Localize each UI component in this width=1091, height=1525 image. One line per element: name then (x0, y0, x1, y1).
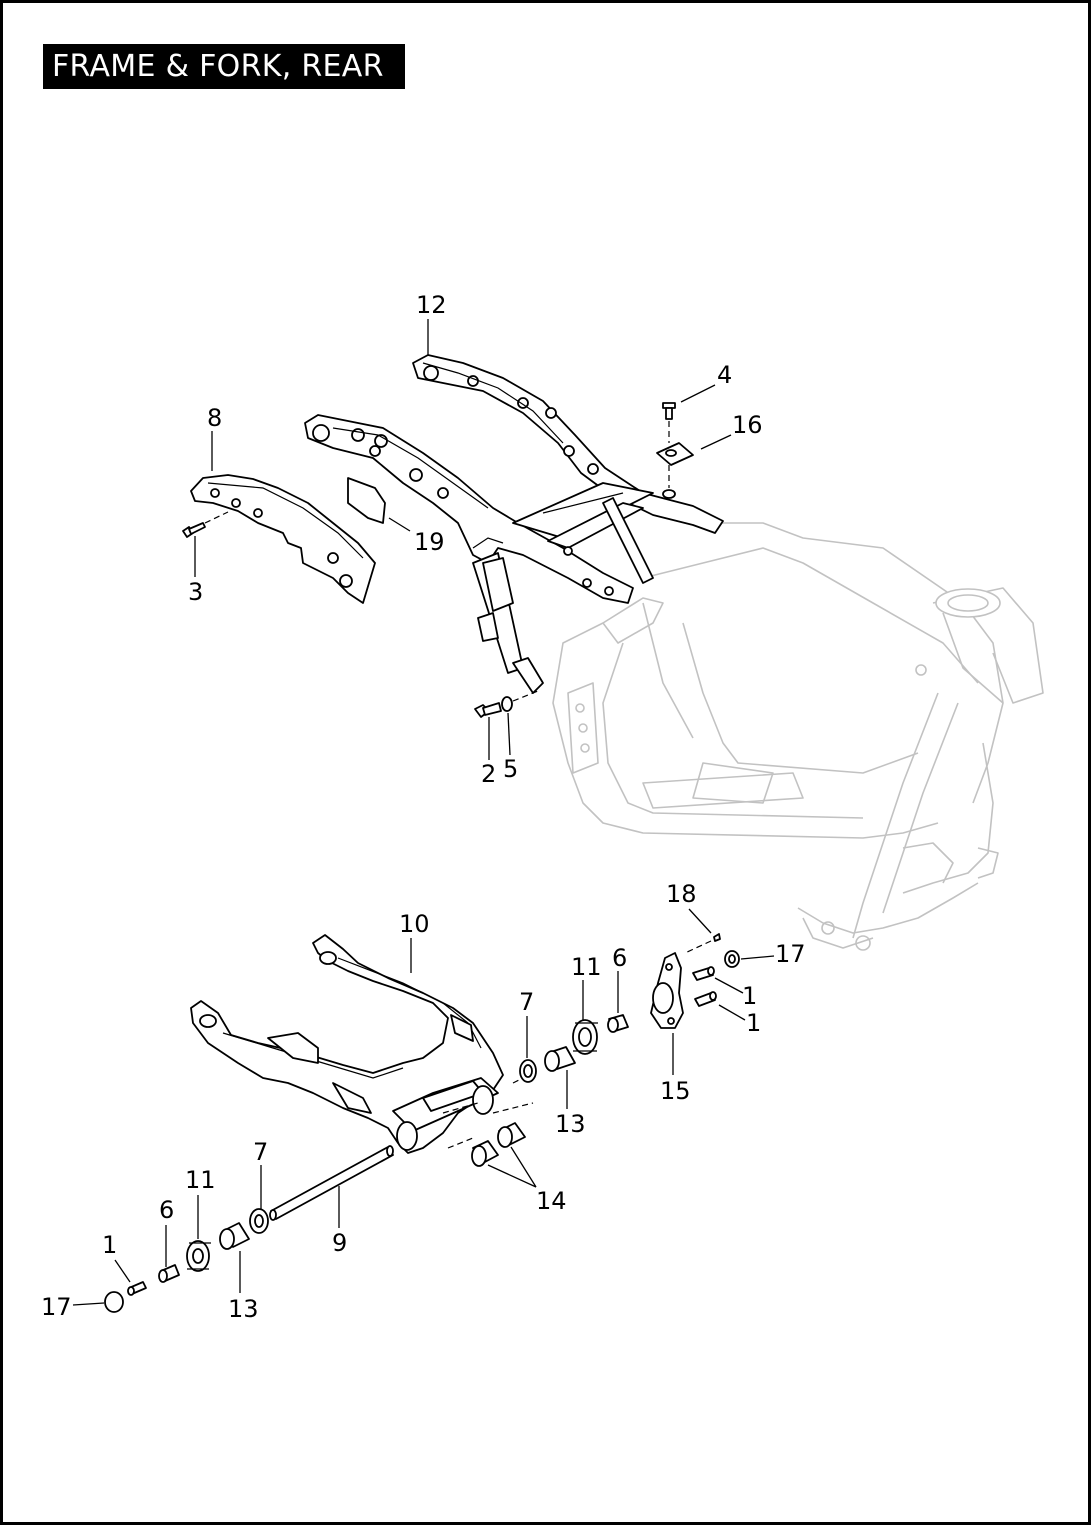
callout-17-right: 17 (775, 940, 806, 968)
bracket-15 (650, 952, 684, 1029)
callout-1-upper: 1 (742, 982, 757, 1010)
callout-18: 18 (666, 880, 697, 908)
callout-9: 9 (332, 1229, 347, 1257)
screw-1-lower (694, 991, 717, 1007)
spacer-13-left (219, 1222, 250, 1250)
bearing-7-right (519, 1059, 537, 1083)
bushings-14 (471, 1122, 526, 1167)
main-frame-ghost (552, 522, 1044, 951)
cap-17-left (104, 1291, 124, 1313)
callout-17-left: 17 (41, 1293, 72, 1321)
cap-nut-6-left (158, 1264, 180, 1283)
cap-nut-6-right (607, 1014, 629, 1033)
pivot-adjuster-11-right (572, 1019, 598, 1055)
callout-11-left: 11 (185, 1166, 216, 1194)
pin-18 (713, 933, 721, 942)
swingarm-10 (190, 934, 504, 1154)
pivot-shaft-9 (269, 1145, 394, 1221)
callout-12: 12 (416, 291, 447, 319)
bolt-2 (474, 702, 502, 718)
callout-labels: 12 4 16 8 19 3 2 5 18 17 1 1 15 10 11 6 … (41, 291, 806, 1323)
callout-6-left: 6 (159, 1196, 174, 1224)
leader-lines (72, 319, 775, 1306)
callout-13-right: 13 (555, 1110, 586, 1138)
callout-15: 15 (660, 1077, 691, 1105)
callout-10: 10 (399, 910, 430, 938)
callout-2: 2 (481, 760, 496, 788)
screw-1-upper (692, 966, 715, 981)
clip-16 (656, 442, 694, 466)
callout-7-right: 7 (519, 988, 534, 1016)
page-title: FRAME & FORK, REAR (43, 44, 405, 89)
pivot-adjuster-11-left (186, 1240, 211, 1272)
callout-3: 3 (188, 578, 203, 606)
frame-nut-16 (662, 489, 676, 499)
callout-6-right: 6 (612, 944, 627, 972)
callout-11-right: 11 (571, 953, 602, 981)
screw-1-left (127, 1281, 147, 1296)
callout-13-left: 13 (228, 1295, 259, 1323)
callout-5: 5 (503, 755, 518, 783)
callout-7-left: 7 (253, 1138, 268, 1166)
spacer-13-right (544, 1046, 576, 1072)
bearing-7-left (249, 1208, 269, 1234)
callout-4: 4 (717, 361, 732, 389)
exploded-view-diagram: 12 4 16 8 19 3 2 5 18 17 1 1 15 10 11 6 … (41, 291, 1044, 1323)
screw-4 (662, 402, 676, 420)
screw-3 (182, 522, 206, 538)
cap-17-right (724, 950, 740, 968)
callout-16: 16 (732, 411, 763, 439)
callout-8: 8 (207, 404, 222, 432)
side-cover-8 (190, 474, 376, 604)
callout-19: 19 (414, 528, 445, 556)
pad-19 (347, 477, 386, 524)
callout-1-lower: 1 (746, 1009, 761, 1037)
callout-14: 14 (536, 1187, 567, 1215)
callout-1-left: 1 (102, 1231, 117, 1259)
rear-fork-frame-12 (304, 354, 724, 694)
washer-5 (501, 696, 513, 712)
